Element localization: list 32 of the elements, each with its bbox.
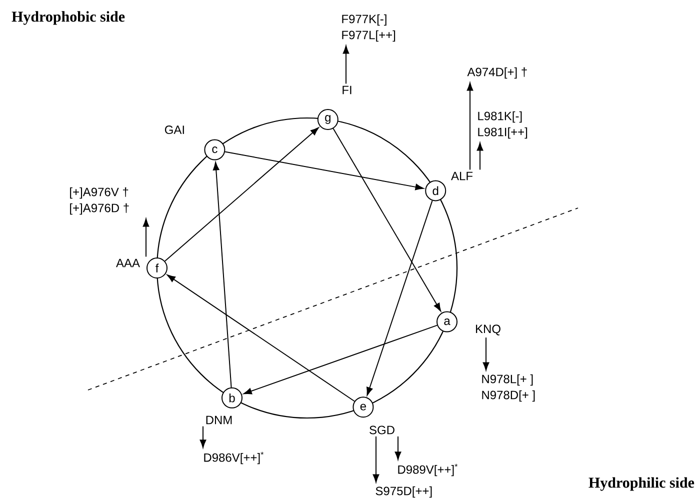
mutation-label: S975D[++] xyxy=(376,486,432,498)
residue-label: AAA xyxy=(116,258,140,268)
residue-label: GAI xyxy=(164,126,184,134)
arrow xyxy=(372,436,380,483)
residue-label: KNQ xyxy=(476,324,500,336)
mutation-label: D989V[++]$^{*}$ xyxy=(398,464,458,476)
side-title: Hydrophilic side xyxy=(588,477,694,491)
arrow xyxy=(212,162,232,388)
mutation-label: A974D[+] † xyxy=(467,67,527,79)
arrow xyxy=(466,82,474,170)
residue-label: ALF xyxy=(451,172,473,180)
residue-label: DNM xyxy=(206,416,232,424)
arrow xyxy=(366,200,433,396)
arrow xyxy=(224,151,424,190)
arrow xyxy=(142,218,150,258)
arrow xyxy=(167,274,355,402)
arrow xyxy=(394,436,402,460)
mutation-label: F977K[-] F977L[++] xyxy=(342,14,396,42)
arrow xyxy=(482,337,490,370)
arrow xyxy=(164,127,319,262)
mutation-label: L981K[-] L981I[++] xyxy=(478,111,528,139)
residue-label: FI xyxy=(342,86,352,94)
arrow xyxy=(476,142,484,170)
residue-label: SGD xyxy=(370,426,394,434)
arrow xyxy=(200,426,206,448)
side-title: Hydrophobic side xyxy=(12,11,125,25)
mutation-label: [+]A976V † [+]A976D † xyxy=(70,187,129,215)
arrow xyxy=(332,128,442,312)
arrow xyxy=(243,324,438,394)
mutation-label: N978L[+ ] N978D[+ ] xyxy=(482,374,535,402)
arrow xyxy=(342,46,350,84)
mutation-label: D986V[++]$^{*}$ xyxy=(204,452,264,464)
